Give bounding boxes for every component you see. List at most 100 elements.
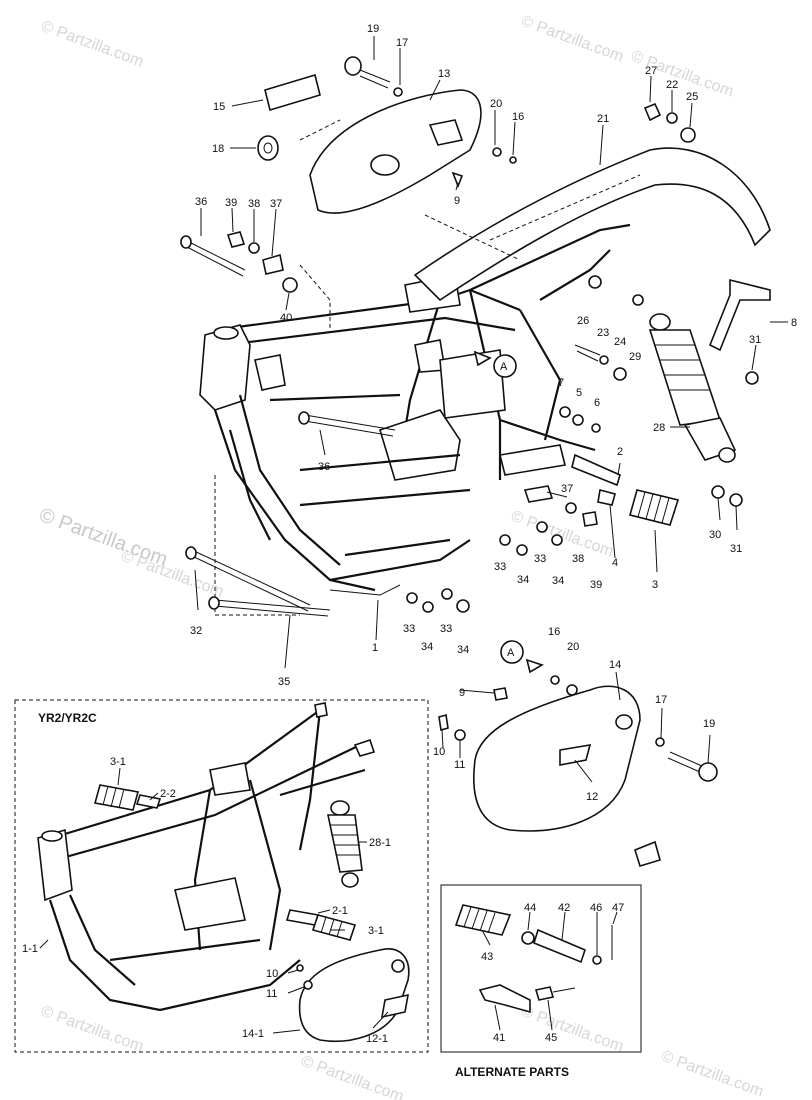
part-number: 33 <box>494 561 506 573</box>
clip-9 <box>451 171 464 189</box>
footrest-shaft-2 <box>571 453 621 487</box>
part-number: 10 <box>266 968 278 980</box>
bolt-4 <box>597 489 616 506</box>
main-frame <box>199 223 631 616</box>
part-number: 35 <box>278 676 290 688</box>
part-number: 25 <box>686 91 698 103</box>
nut-31 <box>745 371 759 385</box>
inset-footrest-3-1-bottom <box>311 914 357 941</box>
part-number: 31 <box>730 543 742 555</box>
part-number: 19 <box>367 23 379 35</box>
nut-33 <box>536 521 548 533</box>
inset-grommet-11 <box>303 980 313 990</box>
damper-40 <box>282 277 298 293</box>
alternate-parts-title: ALTERNATE PARTS <box>455 1065 569 1079</box>
alt-bolt-45 <box>534 986 555 1001</box>
washer-38b <box>565 502 577 514</box>
part-number: 10 <box>433 746 445 758</box>
inset-frame <box>37 702 376 1012</box>
bolt-32 <box>185 546 311 612</box>
part-number: 24 <box>614 336 626 348</box>
part-number: 47 <box>612 902 624 914</box>
bolt-36-upper <box>180 235 246 277</box>
nut-27 <box>643 102 662 122</box>
callout-a-cover <box>500 640 524 664</box>
alt-footrest-43 <box>454 904 512 936</box>
part-number: 17 <box>396 37 408 49</box>
part-number: 29 <box>629 351 641 363</box>
washer-17 <box>393 87 403 97</box>
part-number: 7 <box>558 377 564 389</box>
nut-34 <box>456 599 470 613</box>
part-number: 30 <box>709 529 721 541</box>
part-number: 33 <box>534 553 546 565</box>
part-number: 34 <box>457 644 469 656</box>
inset-shaft-2-1 <box>285 909 320 926</box>
part-number: 13 <box>438 68 450 80</box>
washer-16 <box>509 156 517 164</box>
part-number: 39 <box>225 197 237 209</box>
nut-34 <box>516 544 528 556</box>
emblem-12 <box>559 744 592 766</box>
side-cover-14 <box>473 685 641 832</box>
inset-side-cover-14-1 <box>298 948 410 1042</box>
washer-7 <box>559 406 571 418</box>
part-number: 19 <box>703 718 715 730</box>
part-number: 14-1 <box>242 1028 264 1040</box>
part-number: 46 <box>590 902 602 914</box>
part-number: 27 <box>645 65 657 77</box>
washer-17b <box>655 737 665 747</box>
part-number: 45 <box>545 1032 557 1044</box>
shock-absorber-28 <box>648 313 737 463</box>
clip-9b <box>493 687 508 701</box>
alt-shaft-42 <box>533 928 586 964</box>
washer-16b <box>550 675 560 685</box>
part-number: 38 <box>572 553 584 565</box>
bolt-19 <box>344 56 391 89</box>
part-number: 15 <box>213 101 225 113</box>
part-number: 20 <box>490 98 502 110</box>
part-number: 36 <box>318 461 330 473</box>
callout-a-label: A <box>500 361 508 373</box>
part-number: 31 <box>749 334 761 346</box>
part-number: 9 <box>454 195 460 207</box>
alt-leader-lines <box>481 911 618 1031</box>
side-cover-13 <box>299 89 482 214</box>
part-number: 39 <box>590 579 602 591</box>
part-number: 8 <box>791 317 797 329</box>
washer-30 <box>711 485 725 499</box>
part-number: 1 <box>372 642 378 654</box>
part-number: 16 <box>548 626 560 638</box>
alt-bracket-41 <box>478 984 531 1014</box>
nut-33 <box>441 588 453 600</box>
washer-6 <box>591 423 601 433</box>
clip-10 <box>438 713 449 732</box>
washer-29 <box>632 294 644 306</box>
part-number: 44 <box>524 902 536 914</box>
callout-a-frame <box>493 354 517 378</box>
part-number: 4 <box>612 557 618 569</box>
nut-5 <box>572 414 584 426</box>
bolt-39b <box>582 511 598 527</box>
part-number: 21 <box>597 113 609 125</box>
inset-shaft-2-2 <box>135 794 162 809</box>
part-number: 2-1 <box>332 905 348 917</box>
alternate-parts-box <box>440 884 642 1053</box>
rear-fender <box>413 147 771 302</box>
part-number: 11 <box>454 759 465 771</box>
inset-clip-10 <box>296 964 304 972</box>
part-number: 11 <box>266 988 277 1000</box>
grommet-11 <box>454 729 466 741</box>
watermark: © Partzilla.com <box>119 548 226 601</box>
washer-22 <box>666 112 678 124</box>
washer-23 <box>599 355 609 365</box>
part-number: 3 <box>652 579 658 591</box>
callout-a-label-2: A <box>507 647 515 659</box>
arrow-icon <box>525 658 544 674</box>
part-number: 32 <box>190 625 202 637</box>
part-number: 26 <box>577 315 589 327</box>
inset-footrest-3-1-top <box>93 784 140 811</box>
emblem-15 <box>264 73 321 112</box>
part-number: 34 <box>421 641 433 653</box>
part-number: 41 <box>493 1032 505 1044</box>
